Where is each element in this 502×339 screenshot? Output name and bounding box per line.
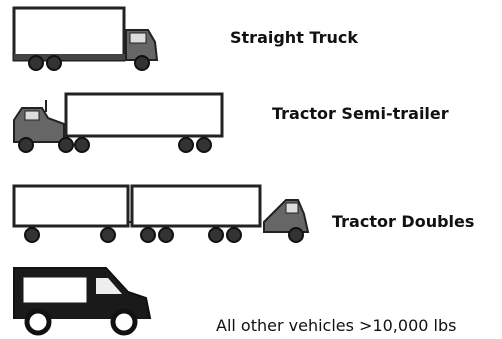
vehicle-label-all-other-vehicles: All other vehicles >10,000 lbs: [216, 316, 457, 335]
vehicle-label-straight-truck: Straight Truck: [230, 28, 358, 47]
delivery-van-icon: [13, 267, 152, 336]
vehicle-label-tractor-semi-trailer: Tractor Semi-trailer: [272, 104, 449, 123]
doubles-truck-icon: [12, 184, 310, 243]
vehicle-label-tractor-doubles: Tractor Doubles: [332, 212, 475, 231]
semi-trailer-truck-icon: [13, 92, 224, 153]
straight-truck-icon: [12, 6, 159, 71]
